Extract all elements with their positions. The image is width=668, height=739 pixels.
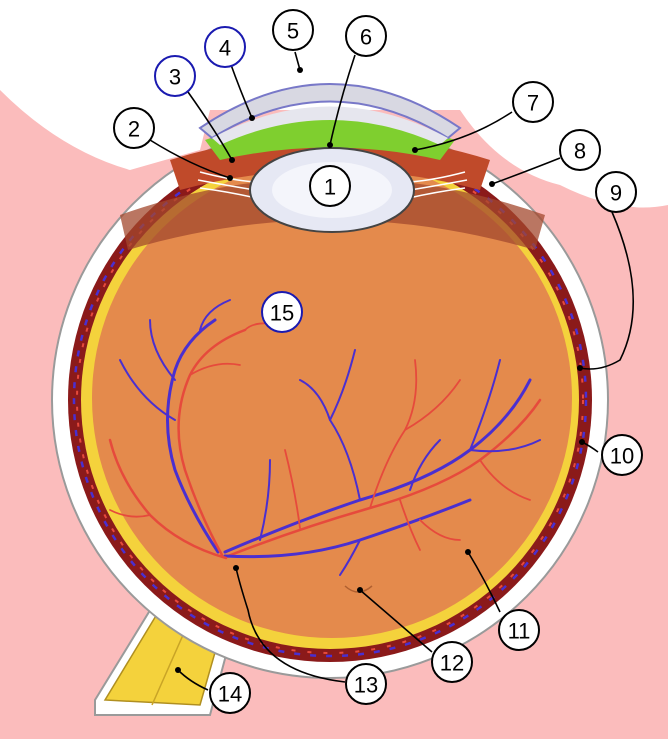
callout-12-label: 12: [440, 651, 464, 676]
cornea: [198, 83, 462, 140]
retinal-vessels: [108, 299, 542, 576]
cornea-inner: [212, 106, 448, 145]
callout-2-label: 2: [128, 117, 140, 142]
callout-5-label: 5: [287, 19, 299, 44]
callout-1-label: 1: [324, 175, 336, 200]
leader-lines: [149, 51, 635, 691]
choroid-vessels-red: [76, 146, 584, 654]
callout-11-label: 11: [508, 619, 531, 644]
callout-3: 3: [154, 55, 196, 97]
callout-12: 12: [431, 641, 473, 683]
callout-11: 11: [498, 609, 540, 651]
callout-7: 7: [512, 81, 554, 123]
callout-9-label: 9: [610, 181, 622, 206]
callout-6: 6: [345, 15, 387, 57]
callout-7-label: 7: [527, 91, 539, 116]
callout-10: 10: [601, 434, 643, 476]
callout-14-label: 14: [218, 682, 242, 707]
callout-13-label: 13: [354, 673, 378, 698]
callout-4: 4: [204, 26, 246, 68]
callout-8: 8: [559, 129, 601, 171]
callout-10-label: 10: [610, 444, 634, 469]
anterior-chamber: [205, 117, 455, 160]
callout-2: 2: [113, 107, 155, 149]
callout-6-label: 6: [360, 25, 372, 50]
callout-15-label: 15: [270, 301, 294, 326]
callout-9: 9: [595, 171, 637, 213]
vitreous-body: [92, 158, 572, 638]
callout-1: 1: [309, 165, 351, 207]
callout-8-label: 8: [574, 139, 586, 164]
callout-15: 15: [261, 291, 303, 333]
callout-4-label: 4: [219, 36, 231, 61]
callout-13: 13: [345, 663, 387, 705]
callout-5: 5: [272, 9, 314, 51]
leader-dots: [175, 67, 585, 673]
callout-3-label: 3: [169, 65, 181, 90]
callout-14: 14: [209, 672, 251, 714]
